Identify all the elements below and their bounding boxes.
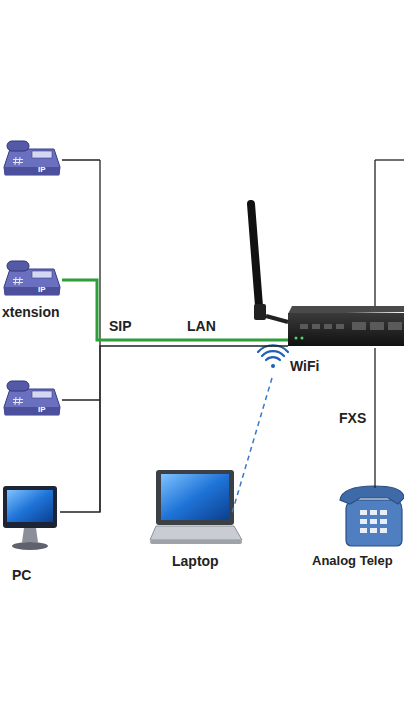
phone-badge: IP <box>38 165 46 174</box>
router-node: WiFi <box>288 306 404 348</box>
node-label: xtension <box>2 304 60 320</box>
wifi-symbol <box>258 345 288 368</box>
ip-phone <box>4 141 60 175</box>
analog-phone-node: Analog Telep <box>338 488 402 546</box>
fxs-link <box>374 348 375 488</box>
wifi-link <box>232 378 272 513</box>
edge-label: FXS <box>338 410 367 426</box>
lan-link <box>60 346 288 512</box>
ip-phone-node: xtension <box>2 256 62 296</box>
pc-node: PC <box>2 485 60 557</box>
analog-telephone <box>340 486 404 546</box>
laptop-icon <box>150 470 242 544</box>
pc-monitor <box>3 486 57 550</box>
edge-label: SIP <box>108 318 133 334</box>
node-label: WiFi <box>290 358 319 374</box>
node-label: Laptop <box>172 553 219 569</box>
router-body <box>288 306 404 346</box>
laptop-node: Laptop <box>150 468 242 546</box>
ip-phone <box>4 381 60 415</box>
port-label: LAN <box>186 318 217 334</box>
node-label: Analog Telep <box>312 553 393 569</box>
node-label: PC <box>12 567 31 583</box>
lan-wiring <box>62 160 404 512</box>
phone-badge: IP <box>38 285 46 294</box>
sip-link <box>62 280 288 340</box>
phone-badge: IP <box>38 405 46 414</box>
ip-phone <box>4 261 60 295</box>
antenna <box>251 204 288 322</box>
